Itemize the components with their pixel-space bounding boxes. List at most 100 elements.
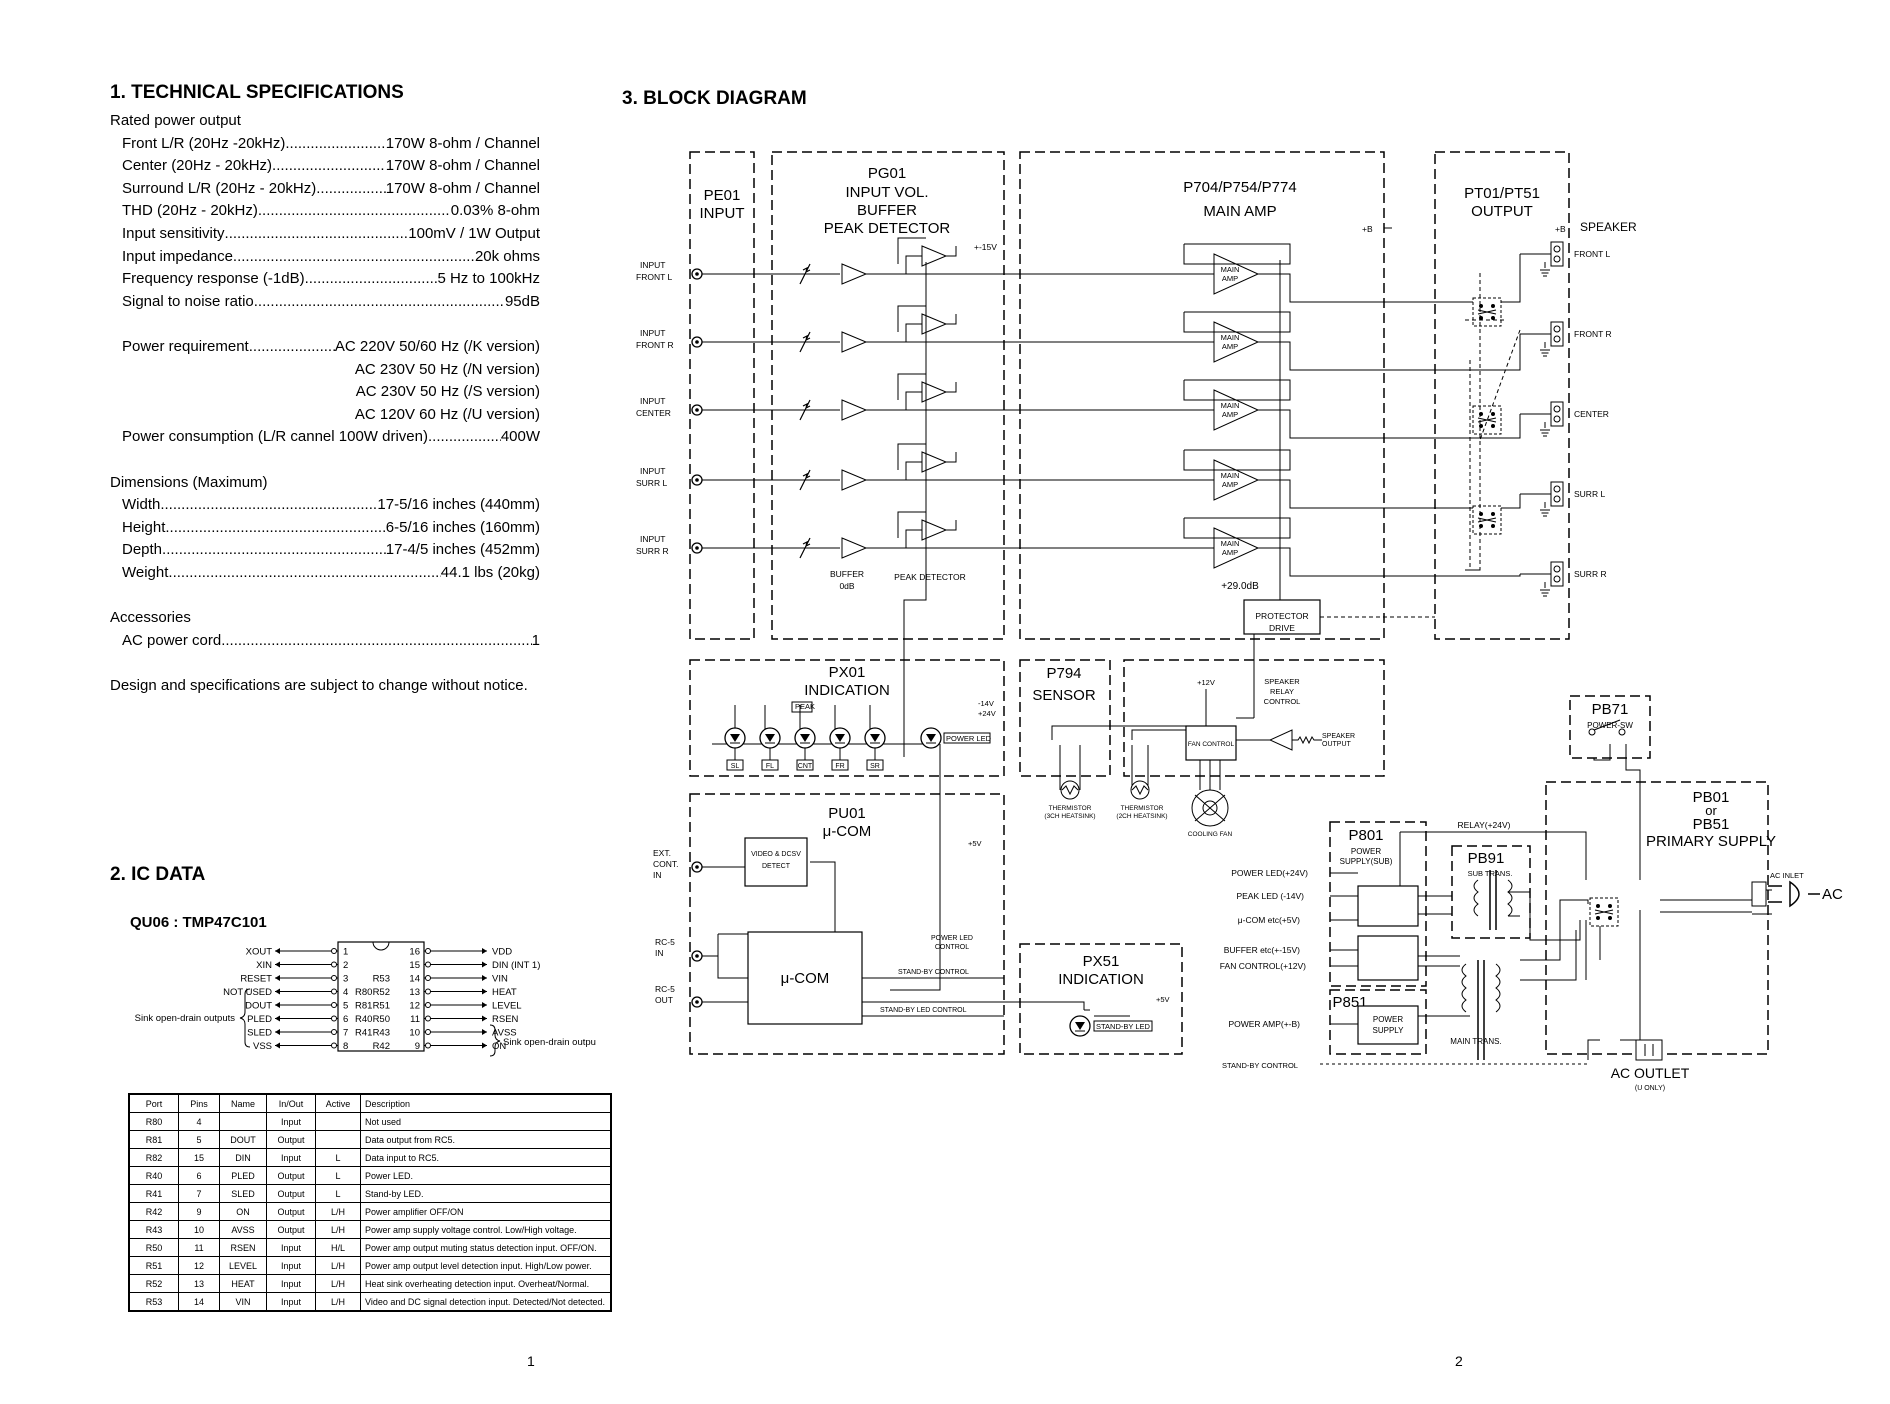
pu01-sub: μ-COM [823, 823, 872, 840]
pin-port-right: R53 [373, 974, 390, 985]
table-cell: R53 [128, 1292, 179, 1312]
buffer-amp [841, 331, 868, 353]
pin-arrow [275, 961, 280, 968]
block-pu01 [689, 793, 1005, 1055]
buffer-label: BUFFER [830, 569, 864, 579]
supply-sub-2: SUPPLY(SUB) [1340, 857, 1393, 866]
boxes [744, 599, 1419, 1045]
px51-sub: INDICATION [1058, 971, 1144, 988]
pin-port-left: R40 [355, 1014, 372, 1025]
pin-num-right: 13 [409, 987, 420, 998]
pin-arrow [482, 1015, 487, 1022]
indicator-led-icon [759, 727, 781, 749]
pg01-sub2: BUFFER [857, 202, 917, 219]
power-led-control-1: POWER LED [931, 935, 973, 942]
v12-label: +12V [1197, 678, 1215, 687]
pin-port-right: R43 [373, 1028, 390, 1039]
table-cell: Heat sink overheating detection input. O… [360, 1274, 612, 1293]
input-label: INPUT [640, 466, 666, 476]
pin-name-right: VDD [492, 947, 512, 958]
px51-title: PX51 [1083, 953, 1120, 970]
pin-num-right: 15 [409, 960, 420, 971]
pin-name-right: DIN (INT 1) [492, 960, 540, 971]
ic-data-title: 2. IC DATA [110, 864, 206, 885]
main-amp-label: MAIN [1221, 265, 1240, 274]
pin-dot [425, 961, 431, 968]
pin-dot [425, 988, 431, 995]
main-amp-label: AMP [1222, 548, 1238, 557]
pin-name-right: HEAT [492, 987, 517, 998]
pin-arrow [275, 988, 280, 995]
pin-num-left: 8 [343, 1041, 348, 1052]
pin-arrow [275, 1042, 280, 1049]
input-label: INPUT [640, 260, 666, 270]
ext-cont-3: IN [653, 870, 662, 880]
pin-arrow [482, 988, 487, 995]
thermistor-icon [1130, 780, 1150, 800]
pin-name-left: XIN [256, 960, 272, 971]
spec-row: Width17-5/16 inches (440mm) [110, 494, 540, 517]
pin-dot [331, 975, 337, 981]
pt01-title: PT01/PT51 [1464, 185, 1540, 202]
ic-notch [372, 941, 390, 951]
dimensions-heading: Dimensions (Maximum) [110, 473, 268, 491]
pin-dot [425, 1015, 431, 1022]
input-label: CENTER [636, 408, 671, 418]
block-diagram-title: 3. BLOCK DIAGRAM [622, 88, 807, 109]
thermistor-icon [1060, 780, 1080, 800]
input-jack-icon [691, 474, 703, 486]
spec-row: Surround L/R (20Hz - 20kHz)170W 8-ohm / … [110, 178, 540, 201]
indicator-led-icon [829, 727, 851, 749]
power-amp-b: POWER AMP(+-B) [1228, 1019, 1300, 1029]
table-cell: L/H [315, 1292, 361, 1312]
volume-icon [799, 331, 811, 353]
table-cell: Video and DC signal detection input. Det… [360, 1292, 612, 1312]
rated-power-heading: Rated power output [110, 112, 241, 129]
spec-row: Frequency response (-1dB)5 Hz to 100kHz [110, 268, 540, 291]
gain-label: +29.0dB [1221, 581, 1259, 592]
plus-b-label: +B [1362, 224, 1373, 234]
ucom5: μ-COM etc(+5V) [1238, 915, 1300, 925]
pin-dot [331, 1002, 337, 1008]
p794-title: P794 [1046, 665, 1081, 682]
pin-dot [331, 961, 337, 968]
spec-row: Center (20Hz - 20kHz)170W 8-ohm / Channe… [110, 155, 540, 178]
pin-dot [331, 1042, 337, 1049]
ac-inlet-symbol [1751, 881, 1767, 907]
pin-arrow [482, 961, 487, 968]
pin-name-left: PLED [247, 1014, 272, 1025]
therm1-1: THERMISTOR [1049, 805, 1092, 812]
pin-arrow [275, 948, 280, 954]
pin-name-left: RESET [240, 974, 272, 985]
buffer-db-label: 0dB [839, 581, 854, 591]
pe01-sub: INPUT [700, 205, 745, 222]
plus-b-label-2: +B [1555, 224, 1566, 234]
spec-notice: Design and specifications are subject to… [110, 676, 528, 694]
pb71-title: PB71 [1592, 701, 1629, 718]
block-p704 [1019, 151, 1385, 640]
spec-row: Front L/R (20Hz -20kHz)170W 8-ohm / Chan… [110, 133, 540, 156]
spk-relay-3: CONTROL [1264, 697, 1301, 706]
px01-title: PX01 [829, 664, 866, 681]
block-titles: PE01 INPUT PG01 INPUT VOL. BUFFER PEAK D… [700, 165, 1777, 1011]
spec-row: Input sensitivity100mV / 1W Output [110, 223, 540, 246]
ic-body [337, 941, 425, 1052]
output-label: SURR R [1574, 569, 1607, 579]
spk-relay-1: SPEAKER [1264, 677, 1300, 686]
buffer-amp [841, 537, 868, 559]
px01-sub: INDICATION [804, 682, 890, 699]
input-label: INPUT [640, 534, 666, 544]
input-label: SURR L [636, 478, 667, 488]
peak-detector-amp [921, 519, 948, 541]
ground-icon [1539, 429, 1551, 437]
peak-tag: PEAK [795, 702, 815, 711]
spec-value: AC 230V 50 Hz (/N version) [354, 360, 540, 378]
main-amp-label: AMP [1222, 274, 1238, 283]
indicator-led-icon [864, 727, 886, 749]
sink-right-label: Sink open-drain outpu [503, 1037, 596, 1048]
pg01-sub3: PEAK DETECTOR [824, 220, 951, 237]
led-label: SR [870, 763, 880, 770]
pin-dot [425, 1002, 431, 1008]
